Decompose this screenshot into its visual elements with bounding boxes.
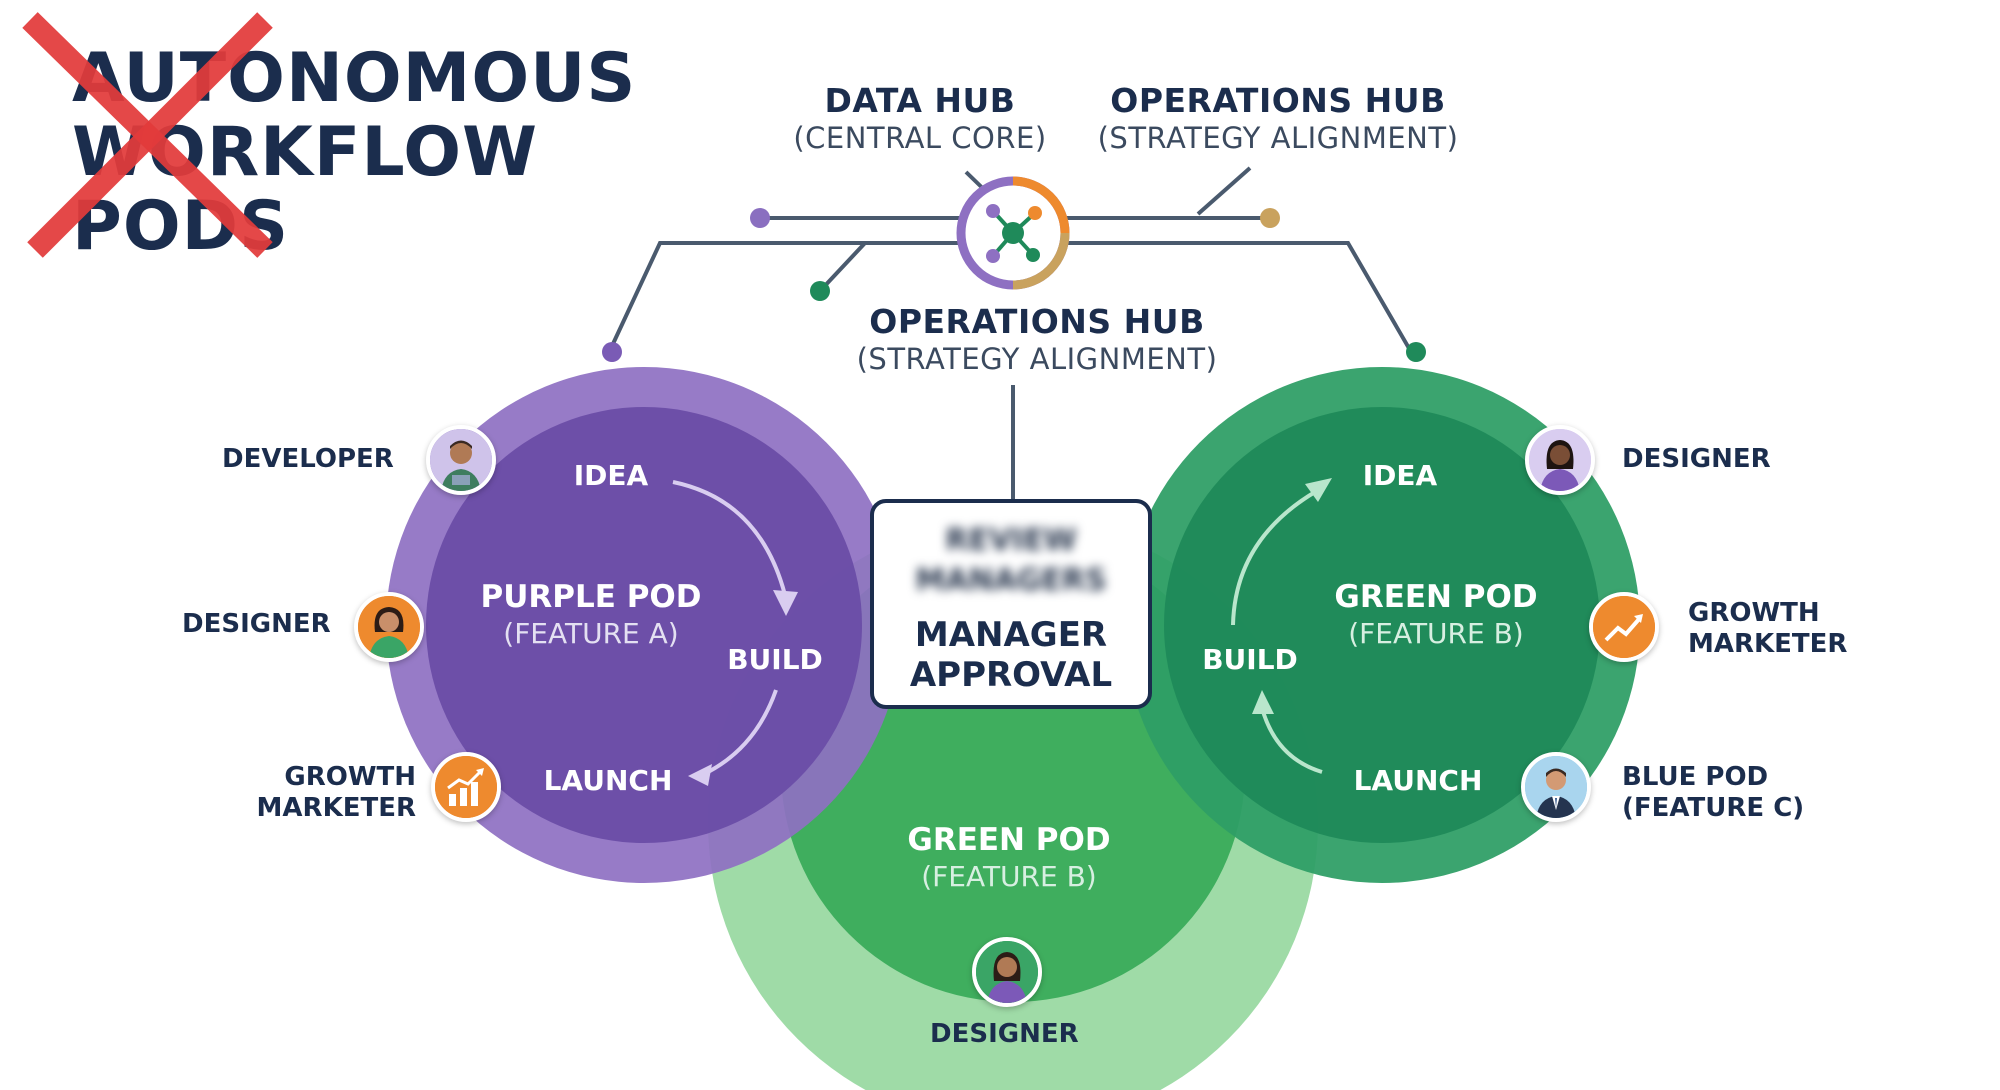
growth-left-line-2: MARKETER [256, 793, 416, 823]
connector-dot-purple [750, 208, 770, 228]
arrow-head-idea [1305, 478, 1332, 502]
blue-pod-line-2: (FEATURE C) [1622, 793, 1805, 823]
arrow-head-build [773, 590, 798, 616]
operations-hub-top-subtitle: (STRATEGY ALIGNMENT) [1097, 121, 1459, 155]
role-label-designer-left: DESIGNER [182, 609, 331, 639]
role-label-developer: DEVELOPER [222, 444, 394, 474]
purple-flow-arrows [672, 480, 787, 777]
purple-pod-feature: (FEATURE A) [503, 617, 679, 650]
operations-hub-top-label: OPERATIONS HUB (STRATEGY ALIGNMENT) [1098, 82, 1459, 156]
role-label-growth-right: GROWTH MARKETER [1688, 598, 1847, 660]
designer-avatar-icon-right [1525, 425, 1595, 495]
role-label-designer-right: DESIGNER [1622, 444, 1771, 474]
green-bottom-pod-feature: (FEATURE B) [921, 860, 1097, 893]
cross-out-icon [22, 12, 273, 258]
connector-dot-green-pod [1406, 342, 1426, 362]
branch-line-left [818, 241, 867, 293]
green-bottom-pod-name: GREEN POD [907, 822, 1111, 858]
arrow-head-build-green [1252, 690, 1274, 714]
connector-dot-gold [1260, 208, 1280, 228]
operations-hub-center-label: OPERATIONS HUB (STRATEGY ALIGNMENT) [857, 303, 1218, 377]
green-stage-idea: IDEA [1362, 459, 1438, 492]
branch-line-ops [1196, 166, 1252, 216]
developer-avatar-icon [426, 425, 496, 495]
blurred-line-2: MANAGERS [915, 563, 1107, 598]
blue-pod-line-1: BLUE POD [1622, 762, 1769, 792]
businessman-avatar-icon [1521, 752, 1591, 822]
green-right-pod-title: GREEN POD (FEATURE B) [1334, 578, 1537, 652]
connector-dot-green [810, 281, 830, 301]
arrow-head-launch [688, 764, 712, 786]
green-flow-arrows [1231, 490, 1323, 774]
blurred-review-text: REVIEW MANAGERS [874, 521, 1148, 601]
purple-stage-launch: LAUNCH [543, 764, 673, 797]
purple-stage-build: BUILD [727, 643, 823, 676]
blurred-line-1: REVIEW [945, 523, 1077, 558]
green-stage-build: BUILD [1202, 643, 1298, 676]
connector-dot-purple-pod [602, 342, 622, 362]
operations-hub-center-title: OPERATIONS HUB [869, 302, 1205, 341]
data-hub-title: DATA HUB [824, 81, 1016, 120]
approval-text: MANAGER APPROVAL [874, 615, 1148, 695]
title-line-1: AUTONOMOUS [72, 39, 637, 118]
purple-stage-idea: IDEA [573, 459, 649, 492]
green-right-pod-feature: (FEATURE B) [1348, 617, 1524, 650]
growth-left-line-1: GROWTH [284, 762, 416, 792]
role-label-designer-bottom: DESIGNER [930, 1019, 1079, 1049]
growth-chart-icon-left [431, 752, 501, 822]
data-hub-subtitle: (CENTRAL CORE) [793, 121, 1047, 155]
page-title: AUTONOMOUS WORKFLOW PODS [72, 42, 636, 264]
purple-pod-title: PURPLE POD (FEATURE A) [480, 578, 701, 652]
green-stage-launch: LAUNCH [1353, 764, 1483, 797]
data-hub-label: DATA HUB (CENTRAL CORE) [793, 82, 1046, 156]
manager-approval-box: REVIEW MANAGERS MANAGER APPROVAL [870, 499, 1152, 709]
operations-hub-center-subtitle: (STRATEGY ALIGNMENT) [856, 342, 1218, 376]
growth-right-line-1: GROWTH [1688, 598, 1820, 628]
growth-right-line-2: MARKETER [1688, 629, 1848, 659]
green-right-pod-name: GREEN POD [1334, 579, 1538, 615]
approval-line-1: MANAGER [914, 615, 1108, 655]
role-label-blue-pod: BLUE POD (FEATURE C) [1622, 762, 1804, 824]
approval-line-2: APPROVAL [909, 655, 1113, 695]
green-bottom-pod-title: GREEN POD (FEATURE B) [907, 821, 1110, 895]
role-label-growth-left: GROWTH MARKETER [246, 762, 416, 824]
operations-hub-top-title: OPERATIONS HUB [1110, 81, 1446, 120]
purple-pod-name: PURPLE POD [480, 579, 702, 615]
designer-avatar-icon-bottom [972, 937, 1042, 1007]
designer-avatar-icon-left [354, 592, 424, 662]
growth-chart-icon-right [1589, 592, 1659, 662]
network-hub-icon [956, 176, 1070, 290]
